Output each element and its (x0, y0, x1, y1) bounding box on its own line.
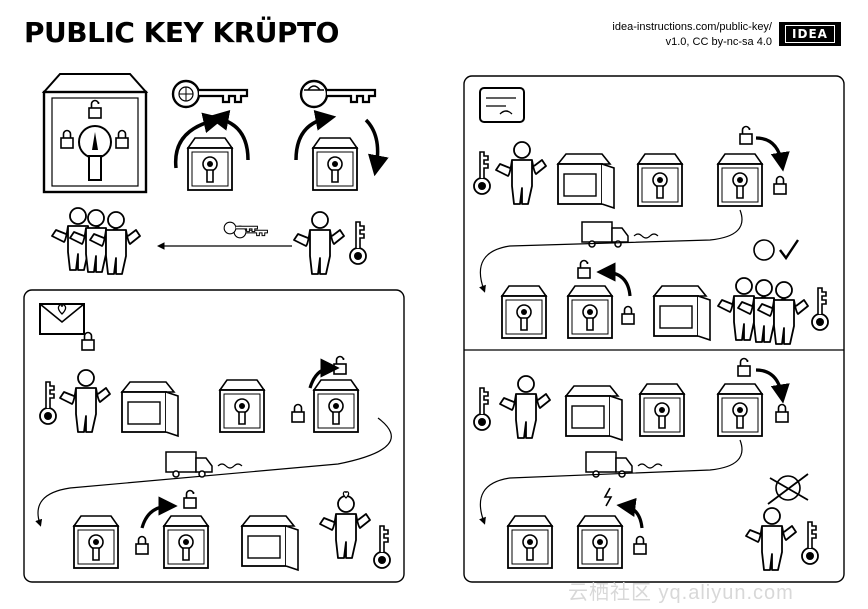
big-safe-icon (41, 73, 149, 194)
signature-panel (463, 75, 845, 583)
crossed-out-face-icon (767, 473, 809, 505)
love-letter-panel (23, 289, 405, 583)
heart-letter-icon (39, 303, 95, 351)
checkmark-icon (753, 239, 799, 261)
cowboy-key-icon (299, 79, 377, 109)
figure-icon (293, 211, 345, 275)
watermark-text: 云栖社区 yq.aliyun.com (568, 582, 794, 604)
page-title: PUBLIC KEY KRÜPTO (24, 16, 339, 49)
intro-section (41, 73, 389, 275)
safe-icon (312, 137, 358, 191)
safe-icon (187, 137, 233, 191)
idea-logo: IDEA (779, 22, 841, 46)
source-url[interactable]: idea-instructions.com/public-key/ (612, 21, 772, 33)
heart-icon (342, 491, 350, 499)
logo-text: IDEA (785, 25, 835, 43)
version-license: v1.0, CC by-nc-sa 4.0 (665, 36, 772, 48)
license-info: idea-instructions.com/public-key/ v1.0, … (612, 20, 772, 50)
globe-key-icon (171, 79, 249, 109)
vertical-key-icon (349, 221, 367, 265)
document-scroll-icon (479, 87, 525, 123)
lightning-icon (603, 487, 613, 507)
